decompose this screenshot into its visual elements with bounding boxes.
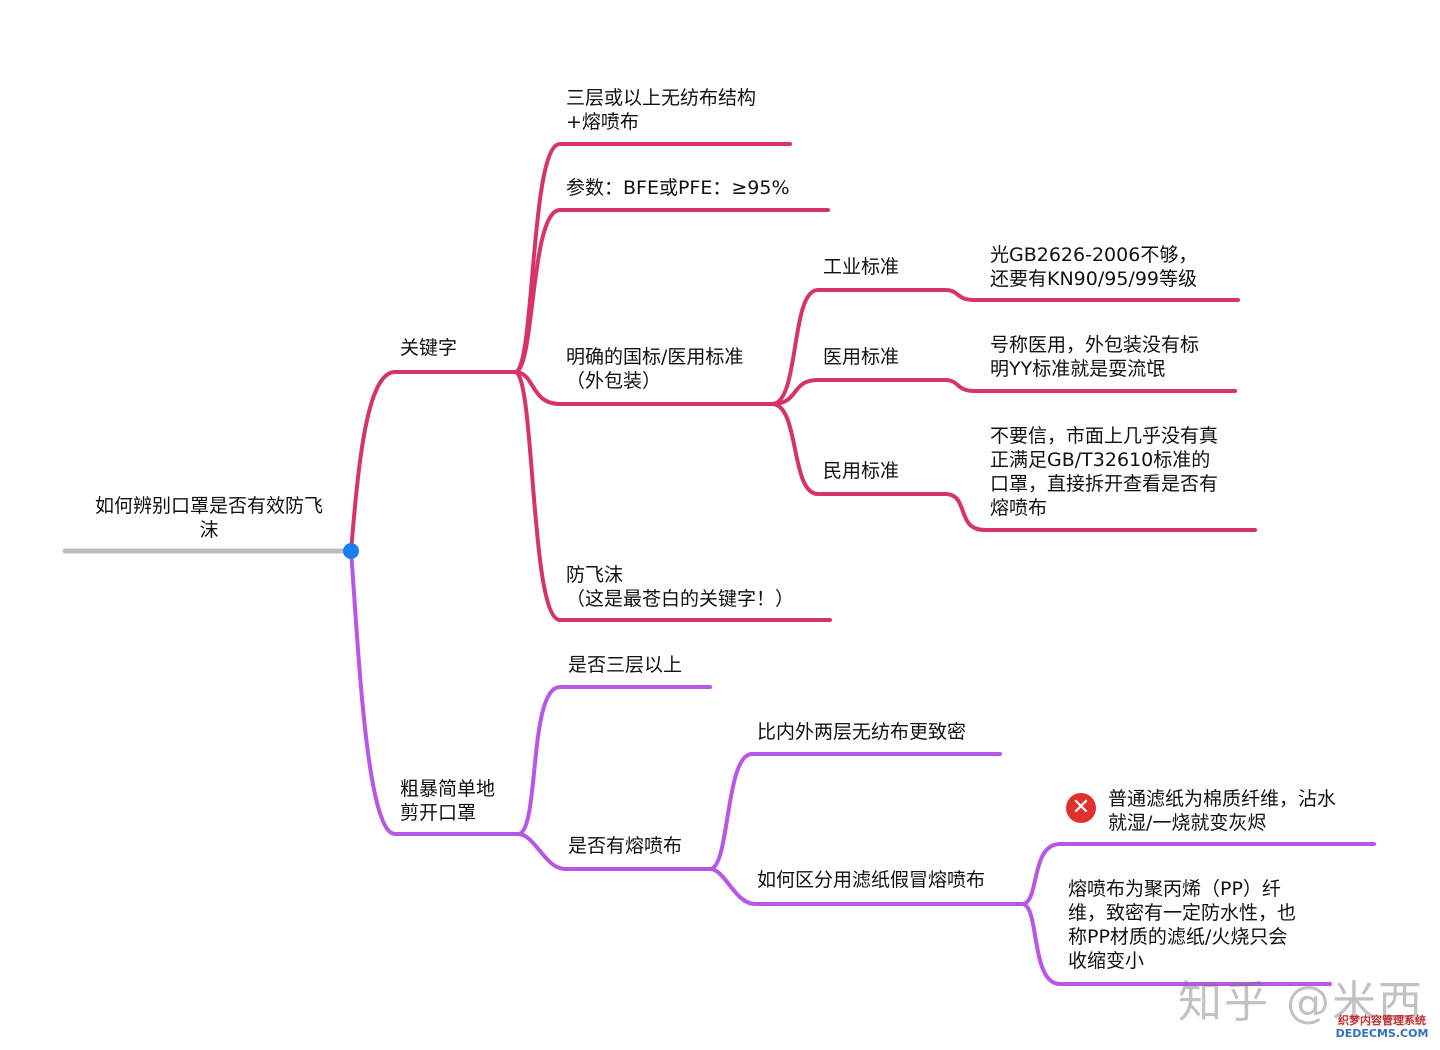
root-node[interactable]: 如何辨别口罩是否有效防飞 沫: [94, 495, 323, 541]
node-standard[interactable]: 明确的国标/医用标准 （外包装）: [566, 346, 744, 392]
node-keyword[interactable]: 关键字: [400, 337, 458, 359]
connector-distinguish-paper: [1020, 842, 1376, 906]
footer-line1: 织梦内容管理系统: [1338, 1014, 1426, 1027]
connector-keyword-standard: [513, 370, 774, 406]
node-denser[interactable]: 比内外两层无纺布更致密: [757, 721, 967, 743]
root-dot: [343, 543, 359, 559]
node-params[interactable]: 参数：BFE或PFE：≥95%: [566, 177, 790, 199]
connector-root-keyword: [349, 370, 517, 553]
note-pp[interactable]: 熔喷布为聚丙烯（PP）纤 维，致密有一定防水性，也 称PP材质的滤纸/火烧只会 …: [1068, 878, 1297, 972]
node-meltblown[interactable]: 是否有熔喷布: [568, 835, 683, 857]
connector-keyword-antidroplet: [513, 370, 832, 622]
connector-keyword-params: [513, 208, 830, 374]
note-industrial[interactable]: 光GB2626-2006不够， 还要有KN90/95/99等级: [990, 244, 1198, 290]
connector-standard-civil: [770, 402, 1257, 532]
footer-site-logo: 织梦内容管理系统 DEDECMS.COM: [1330, 1014, 1434, 1040]
node-antidroplet[interactable]: 防飞沫 （这是最苍白的关键字！）: [566, 564, 795, 610]
connector-cut-threelayers: [516, 685, 712, 836]
node-distinguish[interactable]: 如何区分用滤纸假冒熔喷布: [757, 869, 986, 891]
node-cut[interactable]: 粗暴简单地 剪开口罩: [400, 778, 496, 824]
footer-line2: DEDECMS.COM: [1335, 1027, 1429, 1040]
node-civil[interactable]: 民用标准: [823, 460, 900, 482]
node-medical[interactable]: 医用标准: [823, 346, 900, 368]
connector-meltblown-distinguish: [708, 867, 1024, 906]
node-layers[interactable]: 三层或以上无纺布结构 +熔喷布: [566, 87, 757, 133]
note-medical[interactable]: 号称医用，外包装没有标 明YY标准就是耍流氓: [990, 334, 1200, 380]
connector-root-cut: [349, 549, 520, 836]
connector-distinguish-pp: [1020, 902, 1332, 986]
node-industrial[interactable]: 工业标准: [823, 256, 900, 278]
node-threelayers[interactable]: 是否三层以上: [568, 654, 683, 676]
watermark: 知乎 @米西: [1178, 977, 1424, 1028]
connector-standard-medical: [770, 378, 1237, 406]
note-civil[interactable]: 不要信，市面上几乎没有真 正满足GB/T32610标准的 口罩，直接拆开查看是否…: [990, 425, 1219, 519]
connector-standard-industrial: [770, 288, 1240, 406]
connector-cut-meltblown: [516, 832, 712, 871]
note-paper[interactable]: 普通滤纸为棉质纤维，沾水 就湿/一烧就变灰烬: [1108, 788, 1337, 834]
connector-meltblown-denser: [708, 752, 1002, 871]
error-x-icon: ✕: [1066, 793, 1096, 823]
